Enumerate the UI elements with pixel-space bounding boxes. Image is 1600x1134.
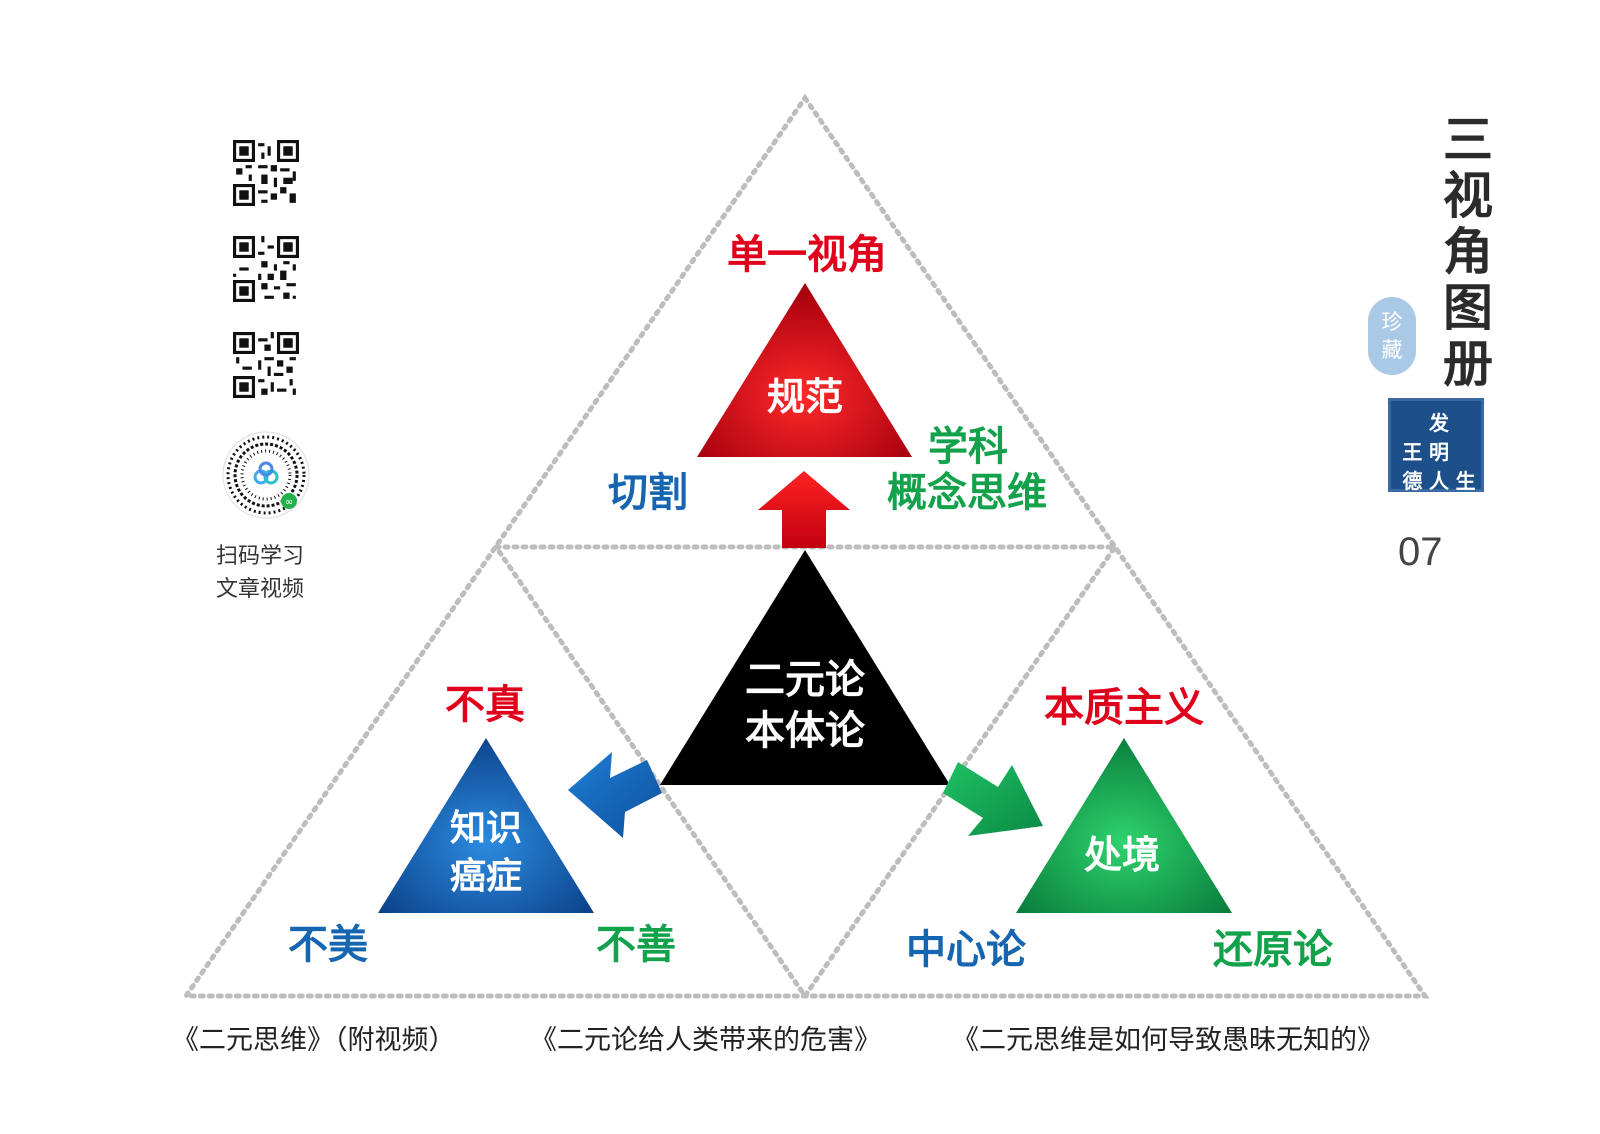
right-bottom-right-label: 还原论 [1213, 927, 1334, 973]
seal-char: 德 [1402, 469, 1423, 493]
seal-char: 生 [1455, 469, 1476, 493]
left-core-label-2: 癌症 [450, 856, 522, 897]
inventor-seal: 发 王 明 德 人 生 [1388, 398, 1484, 493]
left-bottom-left-label: 不美 [288, 922, 368, 968]
seal-char: 明 [1428, 440, 1449, 464]
album-title-char: 三 [1443, 110, 1493, 169]
arrow-down-left-icon [568, 752, 662, 838]
svg-text:∞: ∞ [285, 497, 293, 508]
album-title-char: 角 [1443, 222, 1493, 281]
top-title-label: 单一视角 [727, 232, 887, 278]
footer-link-3[interactable]: 《二元思维是如何导致愚昧无知的》 [952, 1025, 1384, 1056]
right-core-label: 处境 [1084, 833, 1160, 877]
seal-char: 人 [1428, 469, 1449, 493]
qr-code-icon[interactable] [233, 140, 299, 206]
left-blue-triangle [378, 738, 594, 913]
arrow-up-icon [758, 471, 850, 548]
album-title: 三 视 角 图 册 [1438, 112, 1498, 392]
treasure-char: 藏 [1381, 338, 1403, 362]
footer-link-1[interactable]: 《二元思维》（附视频） [172, 1025, 456, 1056]
center-black-triangle [660, 550, 950, 785]
treasure-badge: 珍 藏 [1368, 297, 1416, 375]
seal-char: 发 [1428, 411, 1449, 435]
center-core-label-1: 二元论 [745, 657, 866, 703]
top-core-label: 规范 [767, 375, 843, 419]
right-green-triangle [1016, 738, 1232, 913]
arrow-down-right-icon [943, 762, 1043, 836]
album-title-char: 册 [1443, 334, 1493, 393]
center-core-label-2: 本体论 [745, 708, 866, 754]
top-red-triangle [697, 283, 912, 457]
left-title-label: 不真 [445, 682, 525, 728]
top-right-label-1: 学科 [928, 424, 1008, 470]
footer-link-2[interactable]: 《二元论给人类带来的危害》 [530, 1025, 881, 1056]
album-title-char: 图 [1443, 278, 1493, 337]
mini-program-code-icon[interactable]: ∞ [221, 430, 311, 520]
seal-char [1399, 407, 1426, 436]
page-number: 07 [1398, 530, 1443, 574]
scan-instruction: 扫码学习 文章视频 [205, 540, 315, 606]
right-bottom-left-label: 中心论 [906, 927, 1027, 973]
seal-char [1452, 407, 1479, 436]
scan-line-2: 文章视频 [215, 577, 304, 602]
top-right-label-2: 概念思维 [887, 470, 1047, 516]
seal-char [1452, 436, 1479, 465]
seal-char: 王 [1402, 440, 1423, 464]
qr-code-icon[interactable] [233, 332, 299, 398]
scan-line-1: 扫码学习 [215, 544, 304, 569]
album-title-char: 视 [1443, 166, 1493, 225]
top-left-label: 切割 [608, 470, 688, 516]
right-title-label: 本质主义 [1044, 685, 1204, 731]
qr-code-icon[interactable] [233, 236, 299, 302]
treasure-char: 珍 [1381, 310, 1403, 334]
left-core-label-1: 知识 [450, 808, 522, 849]
left-bottom-right-label: 不善 [596, 922, 676, 968]
